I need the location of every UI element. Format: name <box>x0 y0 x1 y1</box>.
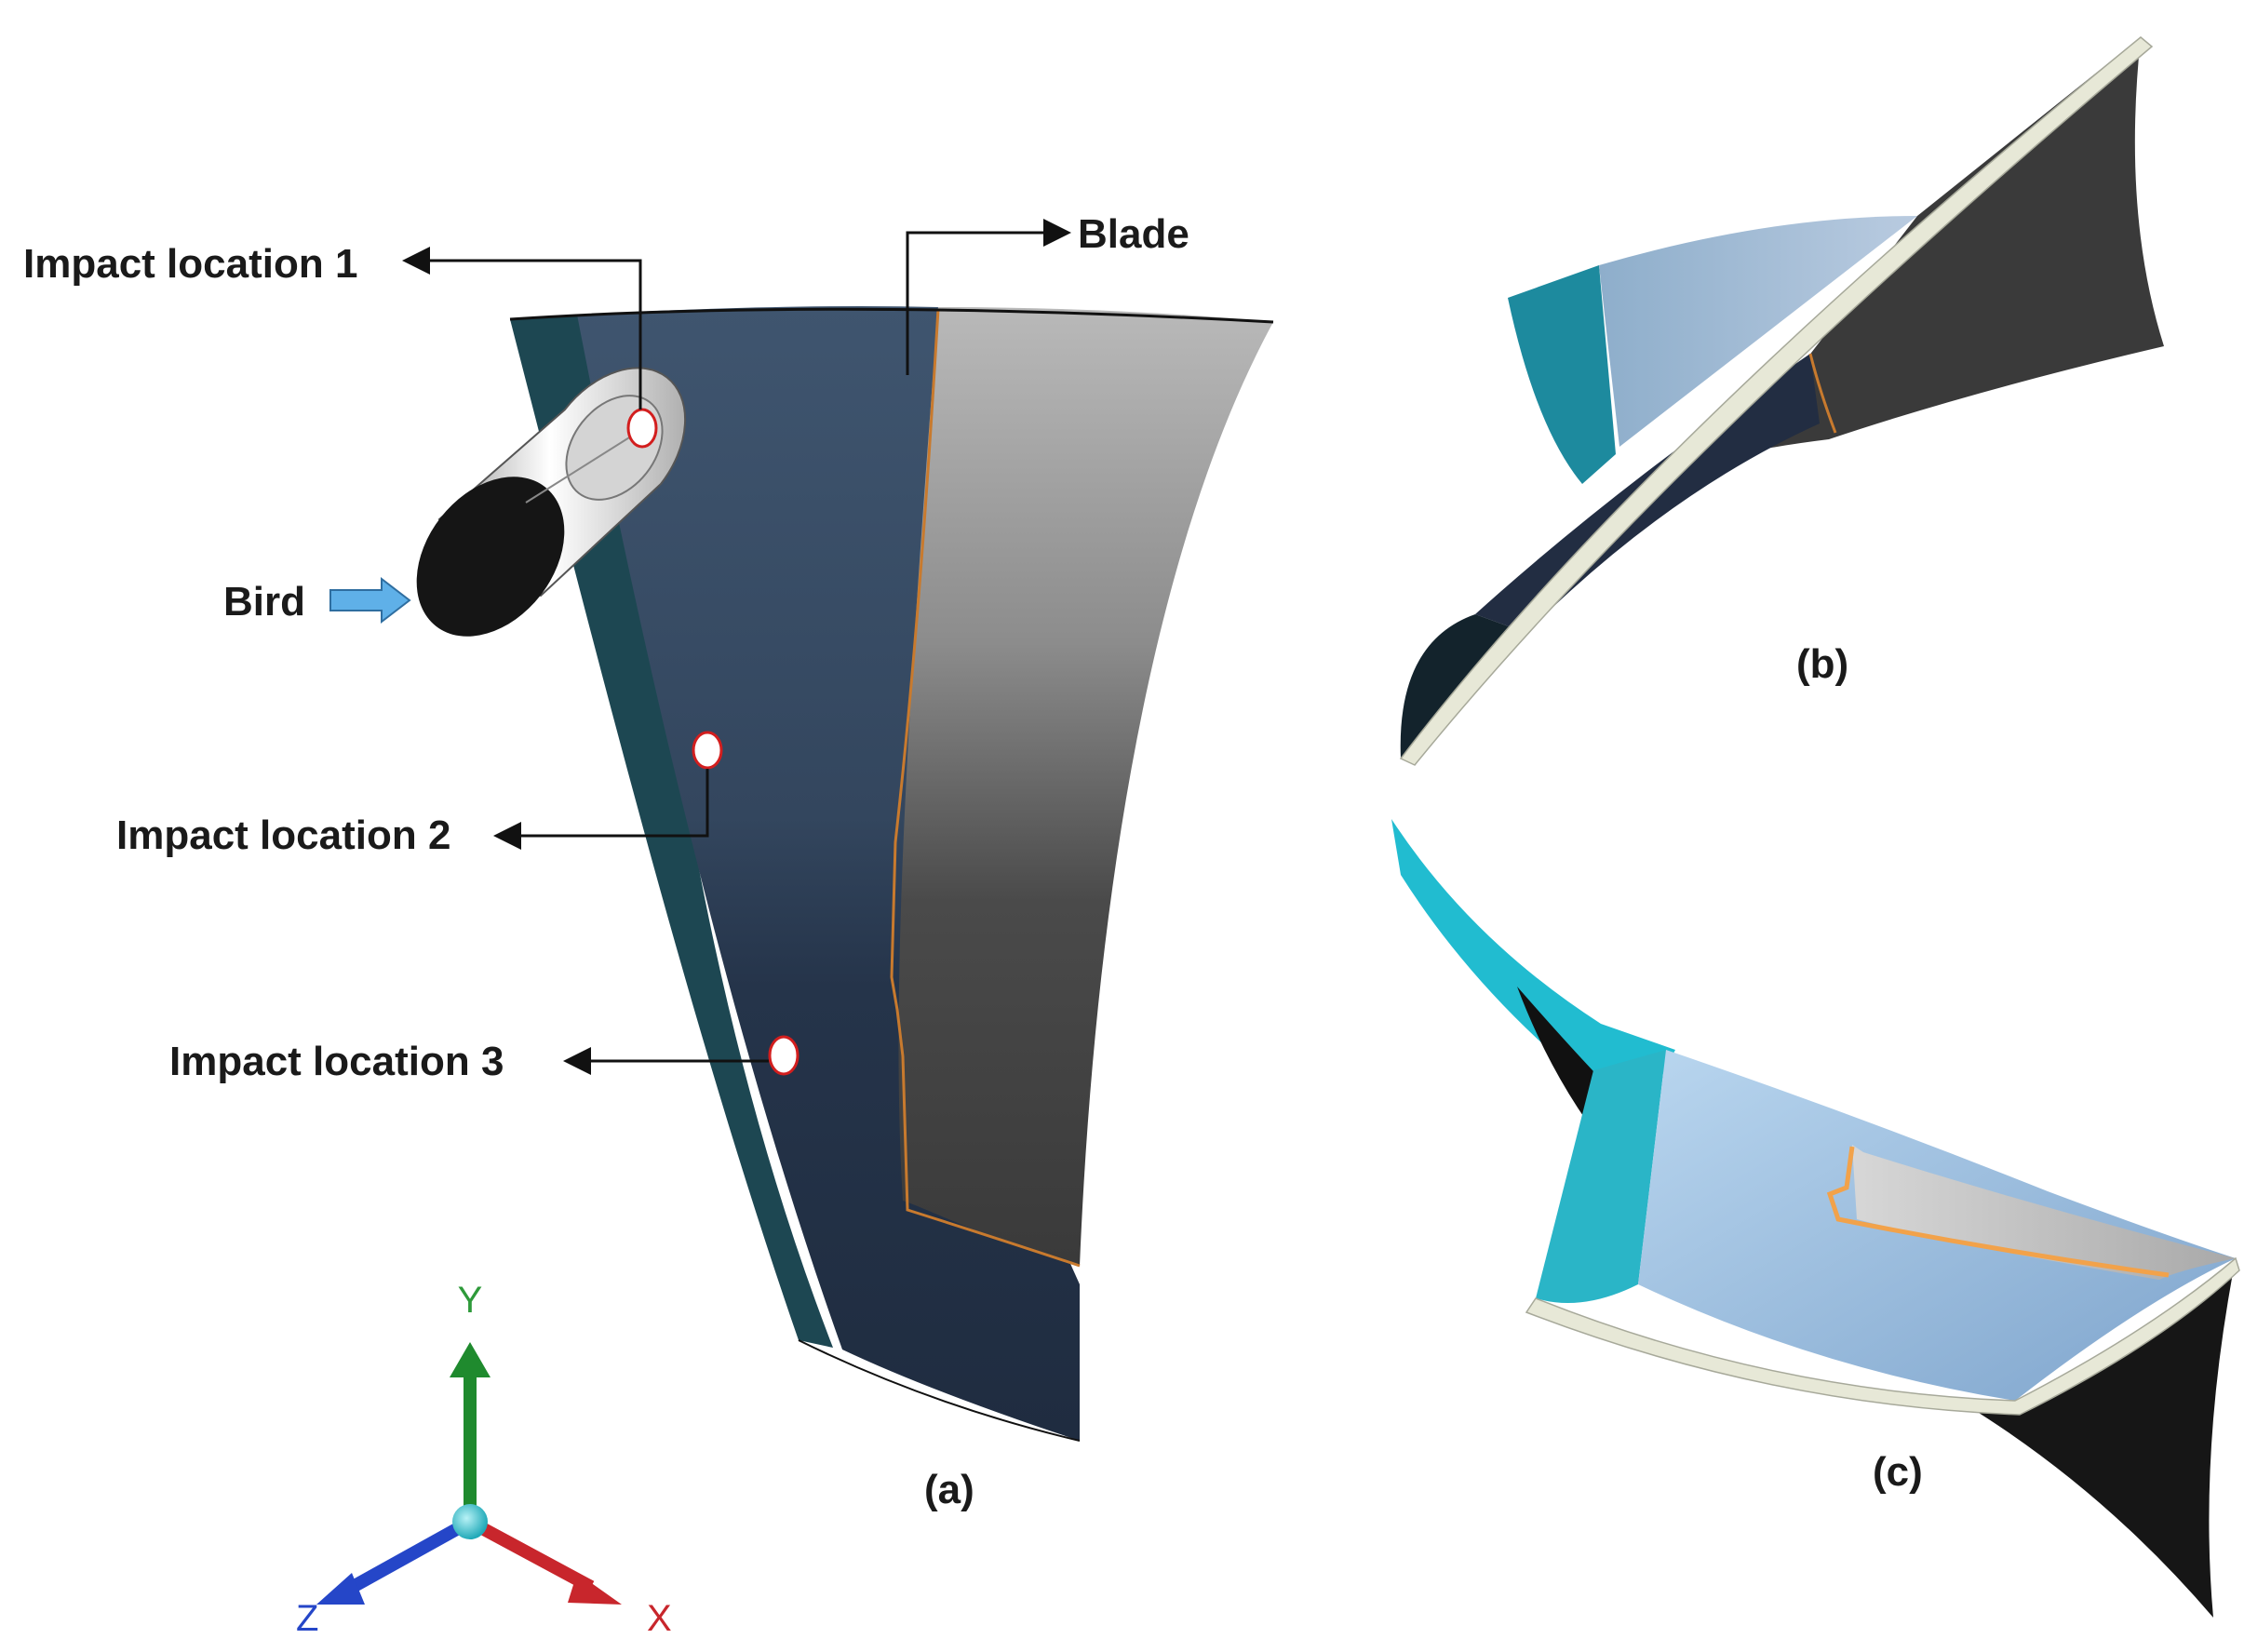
axis-label-y: Y <box>458 1280 483 1321</box>
impact-marker-3 <box>768 1035 800 1076</box>
ply-boundary-line <box>890 308 1081 1268</box>
label-bird: Bird <box>223 579 305 625</box>
blade-panel-a <box>509 306 1274 1442</box>
c-gray-patch <box>1852 1145 2236 1280</box>
c-edge-band <box>1525 1256 2240 1416</box>
label-impact-location-2: Impact location 2 <box>116 813 450 858</box>
label-blade: Blade <box>1078 211 1189 257</box>
b-edge-band <box>1399 36 2154 766</box>
b-upper-surface <box>1599 216 1917 447</box>
bird-direction-arrow <box>329 576 411 625</box>
impact-marker-1 <box>626 408 658 449</box>
blade-tip-edge <box>509 307 1274 324</box>
axis-label-x: X <box>647 1598 672 1639</box>
c-cyan-band <box>1391 819 1675 1121</box>
blade-panel-b: (b) <box>1399 36 2164 766</box>
blade-panel-c: (c) <box>1391 819 2240 1618</box>
leader-impact-2 <box>493 769 709 850</box>
axis-triad: Y Z X <box>296 1280 672 1639</box>
panel-label-a: (a) <box>924 1467 974 1512</box>
bird-cylinder-front-face <box>416 477 565 637</box>
blade-leading-edge-strip <box>510 313 833 1348</box>
label-impact-location-3: Impact location 3 <box>169 1039 504 1084</box>
b-dark-wedge <box>1731 37 2164 456</box>
leader-lines <box>402 219 1071 1075</box>
c-ply-seam <box>1826 1146 2170 1278</box>
panel-label-b: (b) <box>1796 641 1848 687</box>
leader-impact-1 <box>402 247 642 410</box>
panel-label-c: (c) <box>1873 1449 1923 1495</box>
leader-blade <box>906 219 1071 375</box>
axis-origin-sphere <box>452 1504 488 1539</box>
b-ply-seam <box>1808 353 1837 434</box>
c-black-fin <box>1964 1258 2236 1618</box>
label-impact-location-1: Impact location 1 <box>23 241 357 287</box>
c-cyan-strip <box>1536 1050 1666 1303</box>
blade-gray-surface <box>898 307 1273 1266</box>
impact-marker-2 <box>692 731 723 770</box>
bird-cylinder <box>416 367 687 637</box>
axis-label-z: Z <box>296 1598 318 1639</box>
blade-root-edge <box>798 1339 1081 1442</box>
b-cyan-flap <box>1508 265 1616 484</box>
